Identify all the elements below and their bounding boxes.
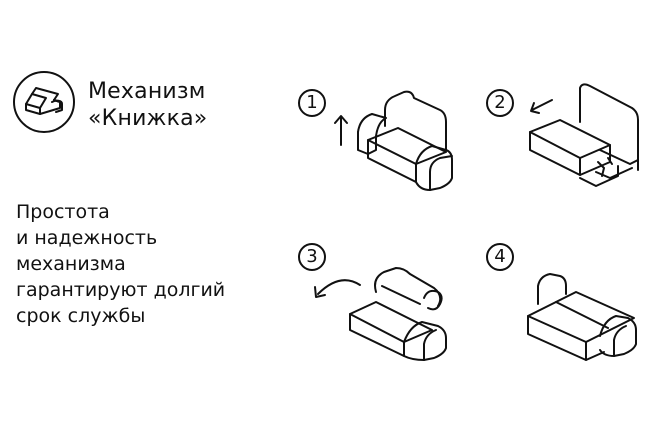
title-line-2: «Книжка» <box>88 106 208 131</box>
description-line-3: механизма <box>16 253 126 275</box>
description-line-5: срок службы <box>16 305 146 327</box>
description: Простота и надежность механизма гарантир… <box>16 199 225 329</box>
step-circle-2 <box>486 89 514 117</box>
step-number-1: 1 <box>306 92 318 113</box>
description-line-4: гарантируют долгий <box>16 279 226 301</box>
up-arrow-icon <box>334 115 348 146</box>
step-1-sofa-icon <box>334 90 453 191</box>
left-arrow-icon <box>530 99 553 114</box>
step-number-3: 3 <box>306 246 318 267</box>
title-line-1: Механизм <box>88 79 206 104</box>
curved-arrow-icon <box>314 279 361 298</box>
description-line-1: Простота <box>16 201 110 223</box>
step-2-sofa-icon <box>529 83 639 187</box>
step-circle-4 <box>486 243 514 271</box>
description-line-2: и надежность <box>16 227 158 249</box>
sofa-logo-icon <box>13 71 75 133</box>
step-number-4: 4 <box>494 246 506 267</box>
page-title: Механизм «Книжка» <box>88 78 207 132</box>
step-number-2: 2 <box>494 92 506 113</box>
step-circle-1 <box>298 89 326 117</box>
step-4-sofa-icon <box>527 273 637 361</box>
step-3-sofa-icon <box>314 267 447 361</box>
step-circle-3 <box>298 243 326 271</box>
